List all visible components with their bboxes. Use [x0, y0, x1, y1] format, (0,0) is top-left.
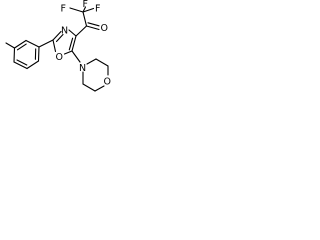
- fluorine-label-2: F: [83, 0, 88, 10]
- structure-diagram: F F F O N O N O: [0, 0, 168, 119]
- fluorine-label-1: F: [61, 4, 66, 15]
- carbonyl-double-bond: [85, 25, 100, 31]
- oxazole-nitrogen-label: N: [61, 26, 68, 37]
- morpholine-nitrogen-label: N: [79, 63, 86, 74]
- fluorine-label-3: F: [95, 4, 100, 15]
- cf3-bond: [82, 11, 88, 27]
- morpholine-oxygen-label: O: [104, 77, 111, 88]
- morpholine-ring: [82, 58, 109, 92]
- morpholine-link-bond: [71, 50, 81, 63]
- ketone-bond: [75, 25, 88, 37]
- molecule-drawing: F F F O N O N O: [5, 0, 111, 92]
- carbonyl-oxygen-label: O: [101, 23, 108, 34]
- oxazole-oxygen-label: O: [56, 52, 63, 63]
- oxazole-ring: [52, 29, 77, 55]
- aryl-oxazole-bond: [38, 39, 54, 48]
- benzene-ring: [13, 39, 40, 70]
- methyl-bond: [5, 42, 16, 49]
